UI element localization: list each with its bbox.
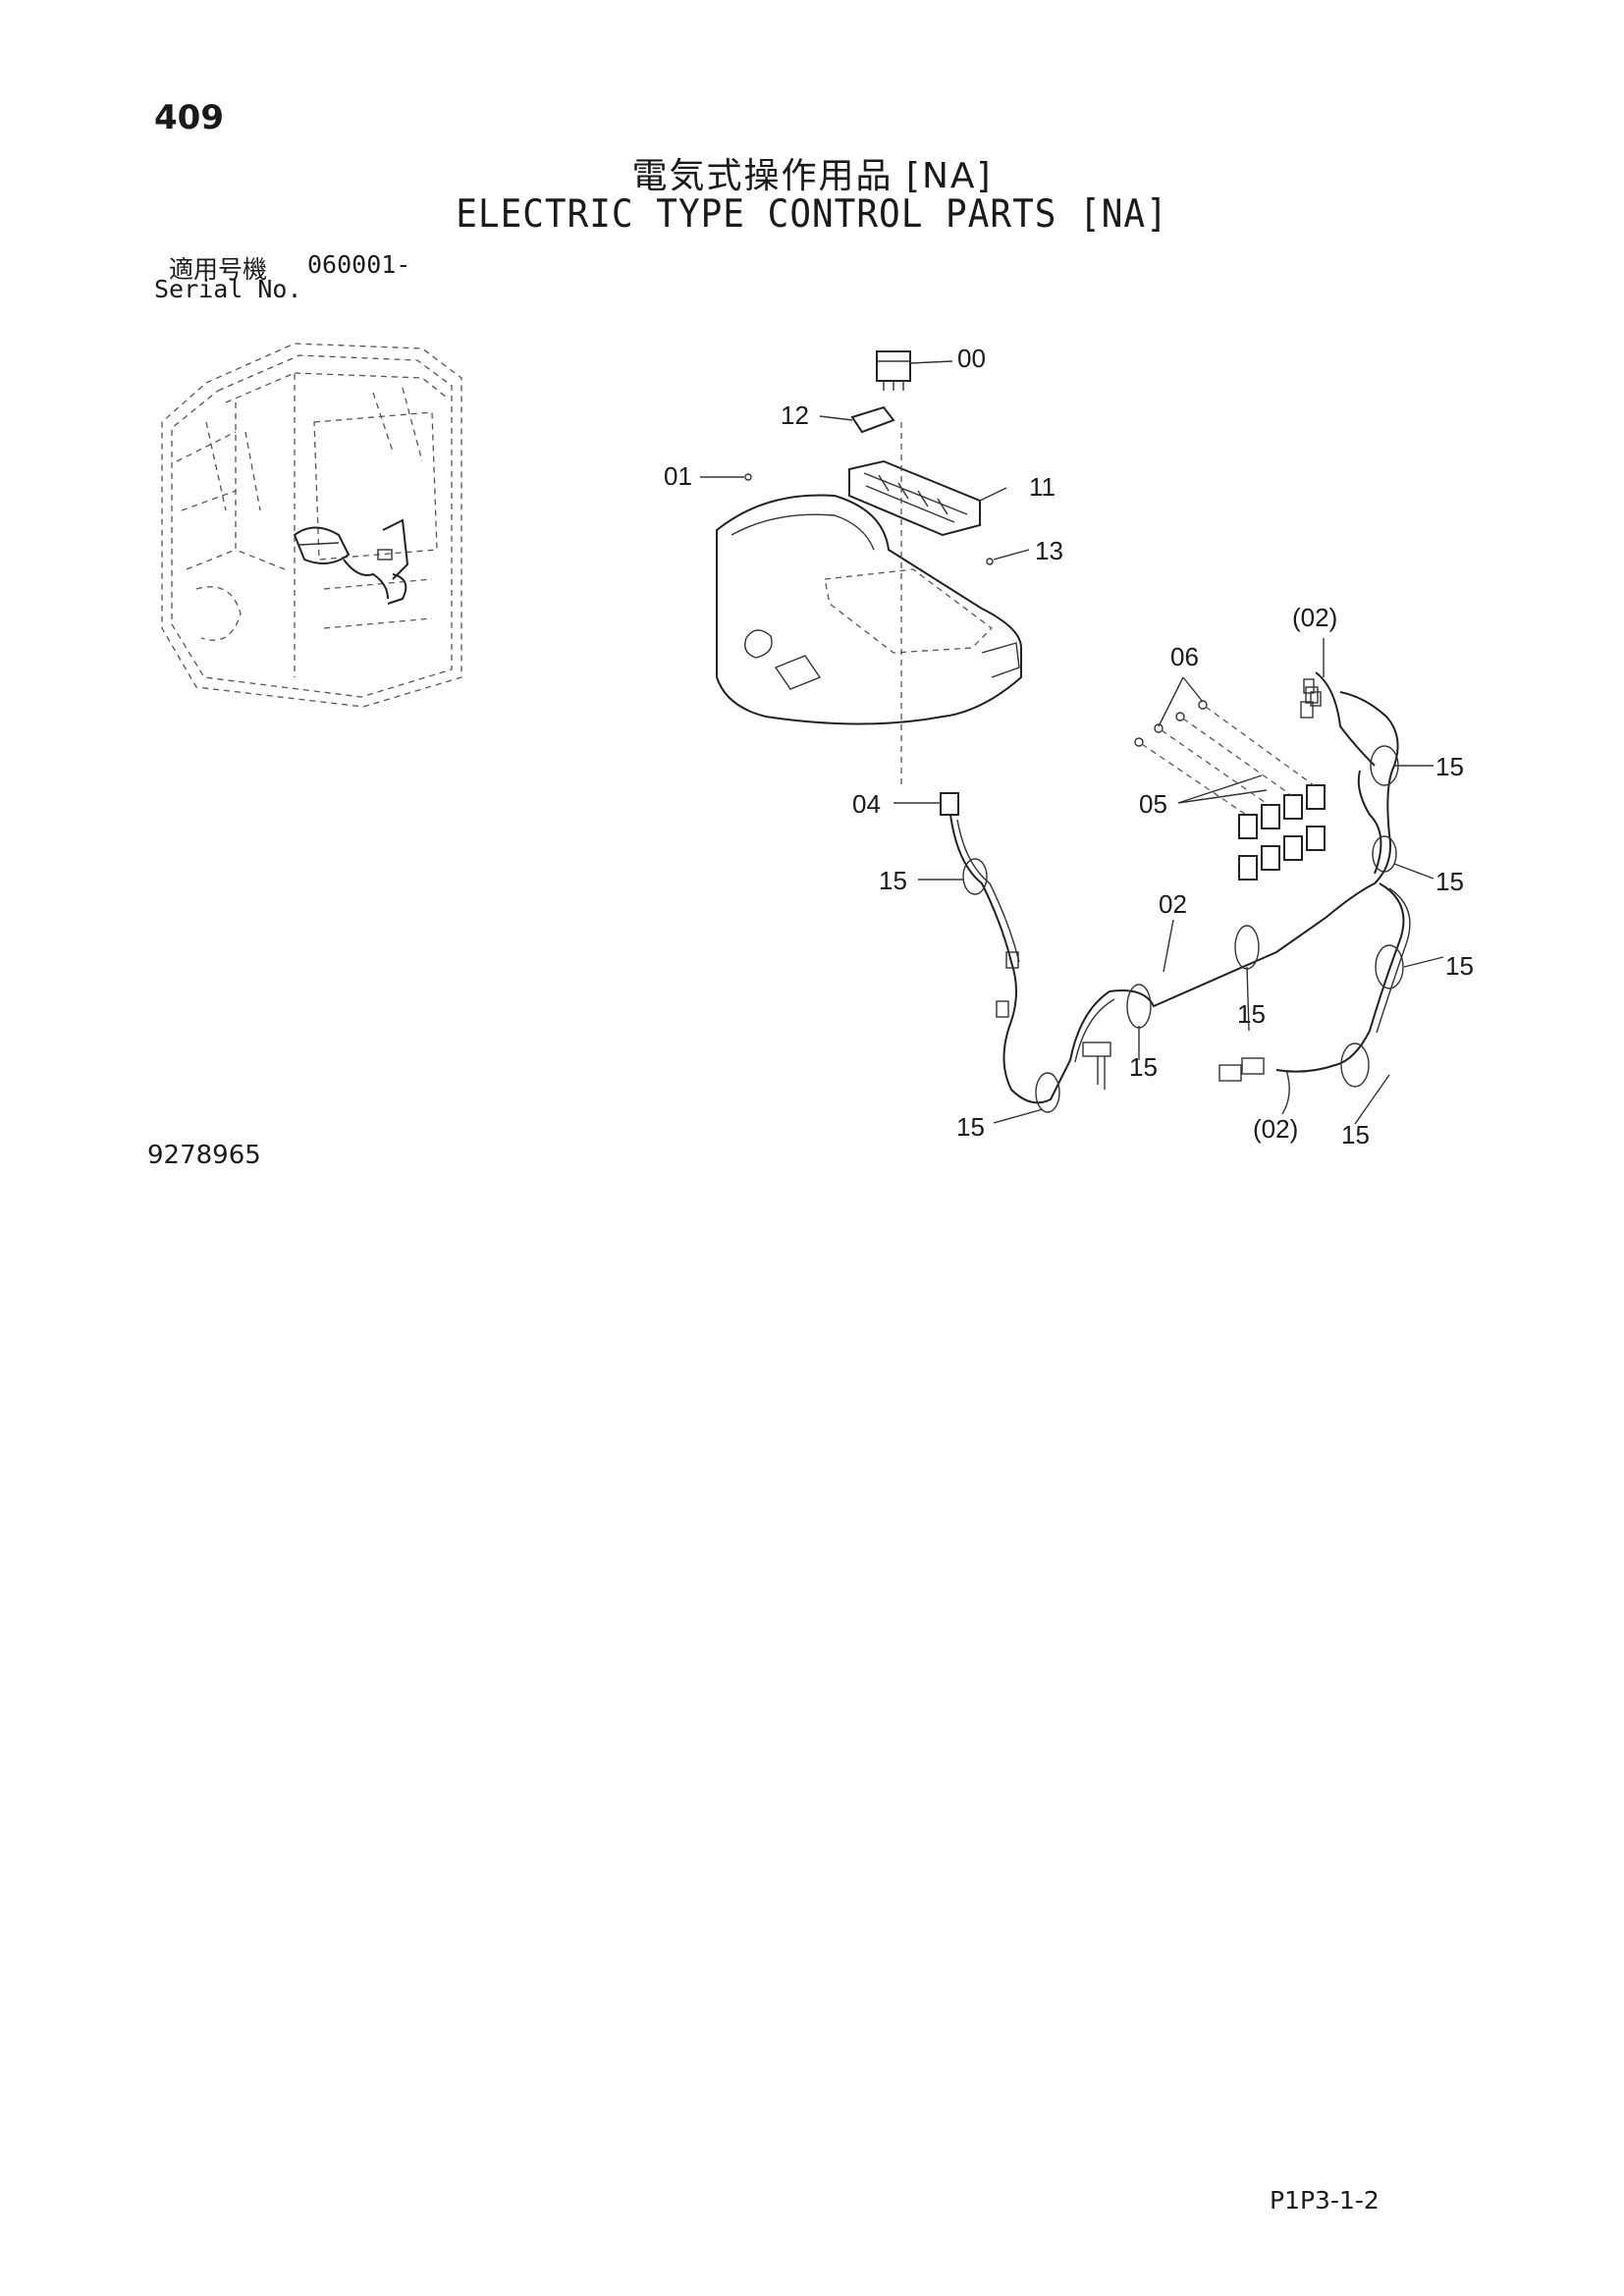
callout-06: 06	[1170, 642, 1199, 671]
cover-part-12	[819, 405, 895, 434]
callout-15-g: 15	[956, 1112, 985, 1142]
relay-block-part-05	[1177, 774, 1326, 881]
callout-15-a: 15	[1435, 752, 1464, 781]
callout-15-b: 15	[879, 866, 907, 895]
sheet-reference: P1P3-1-2	[1270, 2186, 1380, 2215]
harness-main	[1069, 671, 1411, 1115]
page-number: 409	[154, 98, 224, 137]
callout-13: 13	[1035, 536, 1063, 565]
callout-11: 11	[1029, 472, 1056, 502]
serial-label-english: Serial No.	[154, 275, 302, 303]
screw-part-13	[986, 549, 1030, 565]
harness-left	[918, 814, 1071, 1124]
callout-04: 04	[852, 789, 881, 819]
serial-code: 060001-	[307, 250, 411, 279]
callout-05: 05	[1139, 789, 1167, 819]
cab-locator-drawing	[161, 343, 462, 708]
callout-02-top: (02)	[1292, 603, 1337, 632]
callout-00: 00	[957, 344, 986, 373]
switch-part-00	[876, 350, 953, 391]
callout-15-e: 15	[1237, 999, 1266, 1029]
console-part-01	[700, 422, 1022, 785]
drawing-number: 9278965	[147, 1141, 261, 1170]
page-title-english: ELECTRIC TYPE CONTROL PARTS [NA]	[456, 192, 1168, 237]
serial-label-japanese: 適用号機	[169, 255, 268, 284]
callout-02-bottom: (02)	[1253, 1114, 1298, 1144]
switch-panel-part-11	[848, 459, 1007, 537]
connector-part-04	[893, 792, 959, 816]
callout-15-c: 15	[1435, 867, 1464, 896]
harness-top-right	[1303, 638, 1444, 1125]
callout-01: 01	[664, 461, 692, 491]
callout-15-h: 15	[1341, 1120, 1370, 1149]
callout-15-f: 15	[1129, 1052, 1158, 1082]
callout-12: 12	[781, 400, 809, 430]
page-title-japanese: 電気式操作用品 [NA]	[631, 156, 993, 196]
callout-02: 02	[1159, 889, 1187, 919]
screw-part-06	[1134, 676, 1315, 818]
callout-15-d: 15	[1445, 951, 1474, 981]
